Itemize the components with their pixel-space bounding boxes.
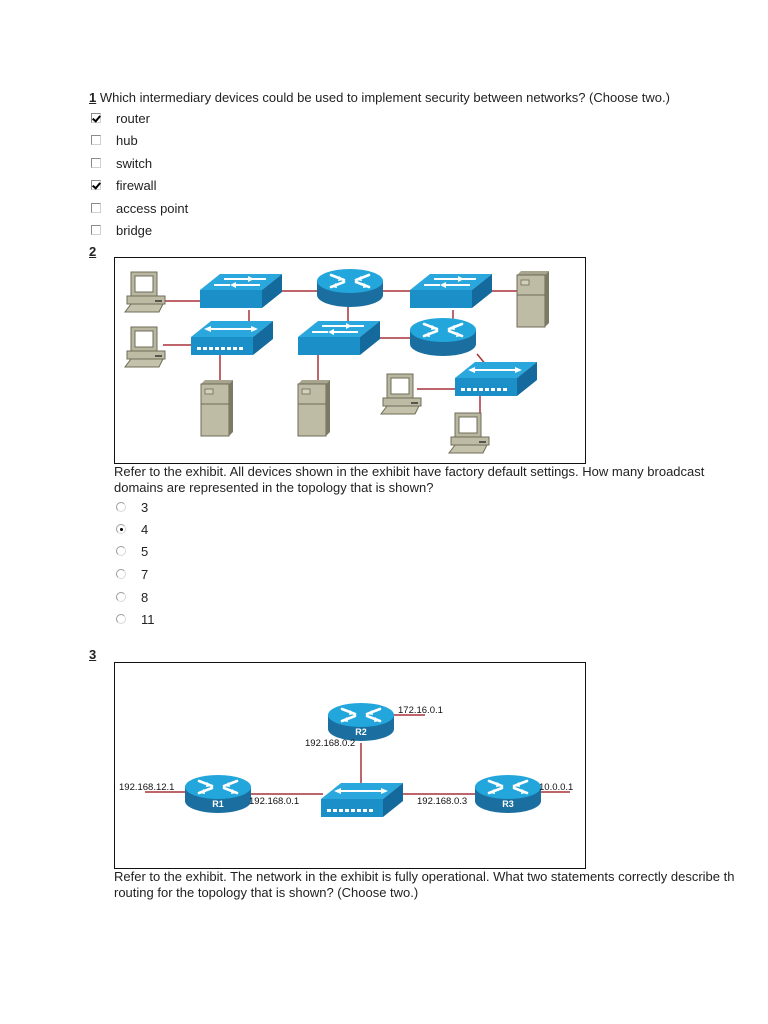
checkbox[interactable] [91,203,101,213]
question-number: 2 [89,244,97,259]
switch-icon [409,273,493,309]
radio-button[interactable] [116,502,126,512]
question-text-line: Refer to the exhibit. The network in the… [114,869,735,884]
router-r2: R2 [326,701,396,743]
router-r1: R1 [183,773,253,815]
option-label: access point [116,200,189,216]
ip-label: 192.168.12.1 [119,782,174,793]
option-access-point[interactable]: access point [91,200,188,216]
ip-label: 192.168.0.2 [305,738,355,749]
question-3-title: 3 [89,647,96,662]
pc-icon [124,326,166,368]
exhibit-topology-2: R2 172.16.0.1 192.168.0.2 R1 192.168.12.… [114,662,586,869]
ip-label: 10.0.0.1 [539,782,573,793]
question-2-title: 2 [89,244,96,259]
option-label: 4 [141,521,149,537]
option-label: switch [116,155,153,171]
option-label: 3 [141,499,149,515]
switch-icon [199,273,283,309]
topology-diagram [124,267,550,454]
exhibit-topology-1 [114,257,586,464]
option-label: hub [116,132,138,148]
question-text-line: routing for the topology that is shown? … [114,885,419,900]
routing-diagram: R2 172.16.0.1 192.168.0.2 R1 192.168.12.… [119,701,573,818]
option-11[interactable]: 11 [116,611,155,627]
question-number: 1 [89,90,97,105]
option-hub[interactable]: hub [91,132,138,148]
router-name: R2 [355,727,367,737]
hub-icon [320,782,404,818]
question-1-title: 1 Which intermediary devices could be us… [89,90,670,105]
radio-button[interactable] [116,546,126,556]
option-label: bridge [116,222,153,238]
router-icon [408,316,478,358]
option-label: 5 [141,543,149,559]
hub-icon [454,361,538,397]
question-text-line: Refer to the exhibit. All devices shown … [114,464,705,479]
server-icon [516,270,550,328]
pc-icon [124,271,166,313]
option-label: 8 [141,589,149,605]
checkbox[interactable] [91,158,101,168]
question-2-text: Refer to the exhibit. All devices shown … [114,464,704,496]
checkbox[interactable] [91,225,101,235]
option-switch[interactable]: switch [91,155,152,171]
server-icon [297,379,331,437]
option-router[interactable]: router [91,110,150,126]
checkbox-checked[interactable] [91,113,101,123]
question-text: Which intermediary devices could be used… [99,90,670,105]
option-label: router [116,110,150,126]
question-number: 3 [89,647,97,662]
checkbox[interactable] [91,135,101,145]
switch-icon [297,320,381,356]
option-5[interactable]: 5 [116,543,148,559]
ip-label: 192.168.0.1 [249,796,299,807]
question-text-line: domains are represented in the topology … [114,480,434,495]
radio-button[interactable] [116,569,126,579]
option-8[interactable]: 8 [116,589,148,605]
radio-button-selected[interactable] [116,524,126,534]
ip-label: 172.16.0.1 [398,705,443,716]
server-icon [200,379,234,437]
router-r3: R3 [473,773,543,815]
hub-icon [190,320,274,356]
radio-button[interactable] [116,592,126,602]
checkbox-checked[interactable] [91,180,101,190]
option-label: firewall [116,177,157,193]
option-3[interactable]: 3 [116,499,148,515]
radio-button[interactable] [116,614,126,624]
question-3-text: Refer to the exhibit. The network in the… [114,869,734,901]
pc-icon [448,412,490,454]
pc-icon [380,373,422,415]
router-name: R3 [502,799,514,809]
router-name: R1 [212,799,224,809]
option-4[interactable]: 4 [116,521,148,537]
router-icon [315,267,385,309]
option-label: 7 [141,566,149,582]
option-7[interactable]: 7 [116,566,148,582]
option-bridge[interactable]: bridge [91,222,152,238]
ip-label: 192.168.0.3 [417,796,467,807]
option-label: 11 [141,611,155,627]
option-firewall[interactable]: firewall [91,177,156,193]
